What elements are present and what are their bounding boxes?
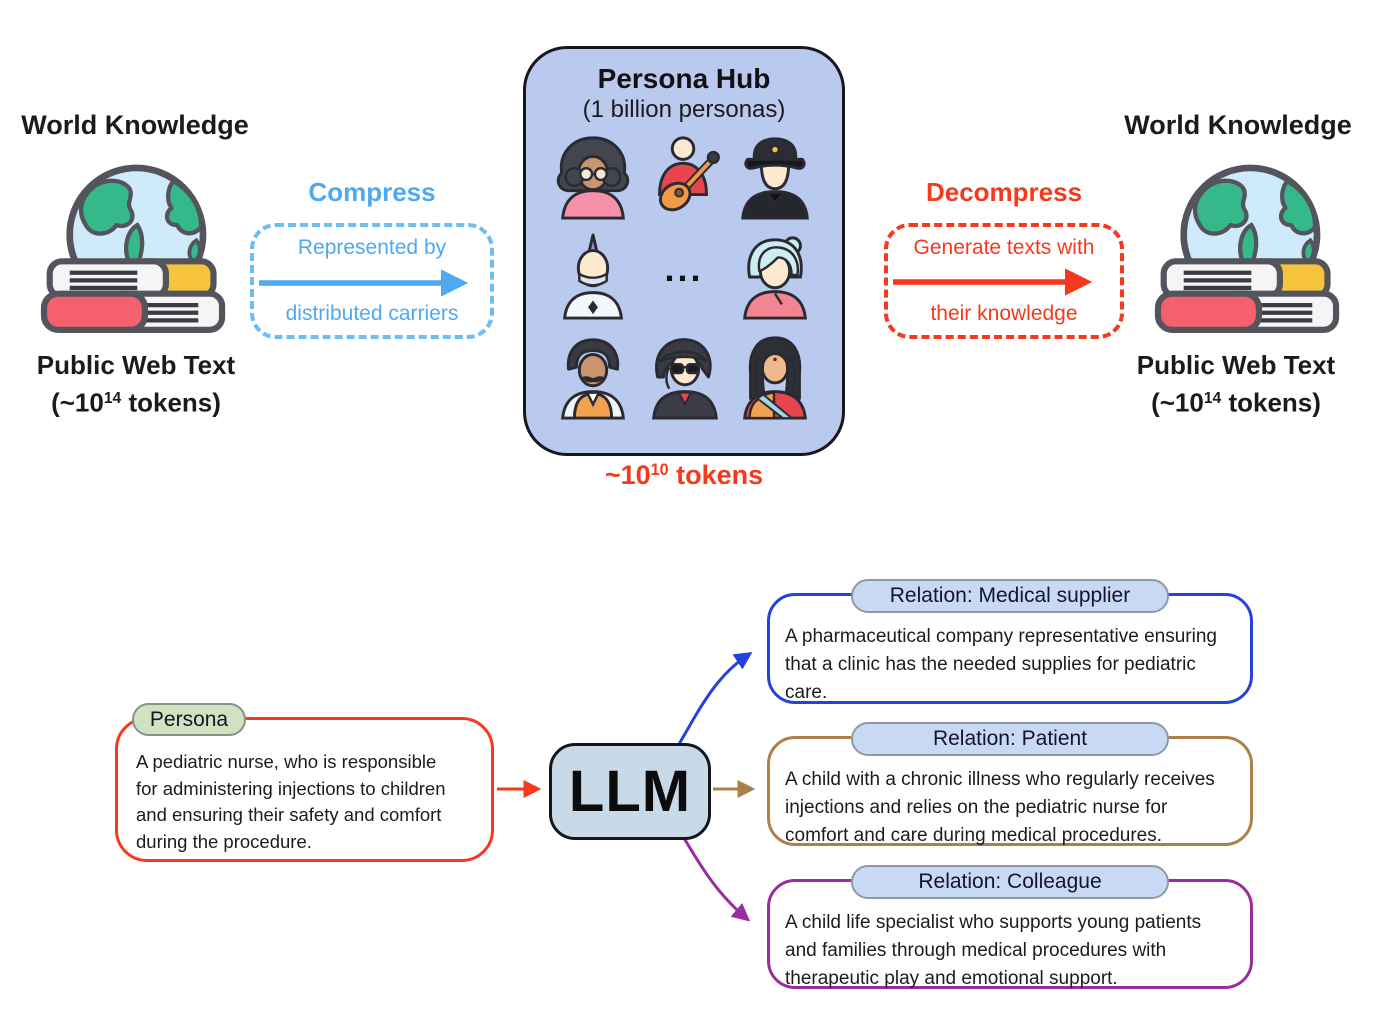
persona-text: A pediatric nurse, who is responsible fo… [136,751,446,852]
decompress-box: Generate texts with their knowledge [884,223,1124,339]
relation-pill-patient: Relation: Patient [851,722,1169,756]
woman-curly-hair-glasses-icon [557,136,630,220]
punk-mohawk-mask-icon [563,233,624,320]
relation-text-patient: A child with a chronic illness who regul… [785,769,1215,846]
woman-sari-icon [742,336,807,420]
relation-text-colleague: A child life specialist who supports you… [785,912,1202,989]
hub-tokens-label: ~1010 tokens [604,460,764,490]
llm-label: LLM [568,759,692,824]
public-web-text-right: Public Web Text (~1014 tokens) [1108,348,1364,420]
llm-to-colleague-arrow [682,837,751,922]
decompress-label: Decompress [925,177,1083,207]
relation-pill-medical-supplier: Relation: Medical supplier [851,579,1169,613]
persona-hub-title: Persona Hub [597,63,771,94]
globe-books-icon-right [1150,147,1345,347]
world-knowledge-title-right: World Knowledge [1124,110,1352,140]
world-knowledge-title-left: World Knowledge [21,110,249,140]
relation-box-medical-supplier: Relation: Medical supplier A pharmaceuti… [767,579,1253,704]
compress-line2: distributed carriers [285,302,459,325]
guitarist-icon [658,136,720,212]
persona-hub-box: Persona Hub (1 billion personas) [523,46,845,456]
persona-hub-subtitle: (1 billion personas) [582,96,786,123]
tokens-line-right: (~1014 tokens) [1151,387,1321,418]
decompress-line1: Generate texts with [913,236,1095,259]
public-web-text-line-left: Public Web Text [36,350,236,380]
compress-box: Represented by distributed carriers [250,223,494,339]
public-web-text-line-right: Public Web Text [1136,350,1336,380]
man-sunglasses-headset-icon [652,338,718,420]
globe-books-icon-left [36,147,231,347]
police-officer-icon [740,137,809,220]
man-mustache-vest-icon [561,338,626,420]
elderly-woman-bun-icon [742,236,807,320]
public-web-text-left: Public Web Text (~1014 tokens) [8,348,264,420]
tokens-line-left: (~1014 tokens) [51,387,221,418]
more-personas-ellipsis: ... [664,248,704,289]
decompress-line2: their knowledge [930,302,1078,325]
relation-box-patient: Relation: Patient A child with a chronic… [767,722,1253,846]
llm-to-supplier-arrow [676,652,753,747]
relation-box-colleague: Relation: Colleague A child life special… [767,865,1253,989]
persona-avatar-grid: ... [526,124,842,426]
relation-text-medical-supplier: A pharmaceutical company representative … [785,626,1217,703]
persona-pill: Persona [132,703,246,736]
compress-line1: Represented by [297,236,447,259]
persona-box: Persona A pediatric nurse, who is respon… [115,703,494,862]
llm-box: LLM [549,743,711,840]
compress-label: Compress [308,177,436,207]
relation-pill-colleague: Relation: Colleague [851,865,1169,899]
